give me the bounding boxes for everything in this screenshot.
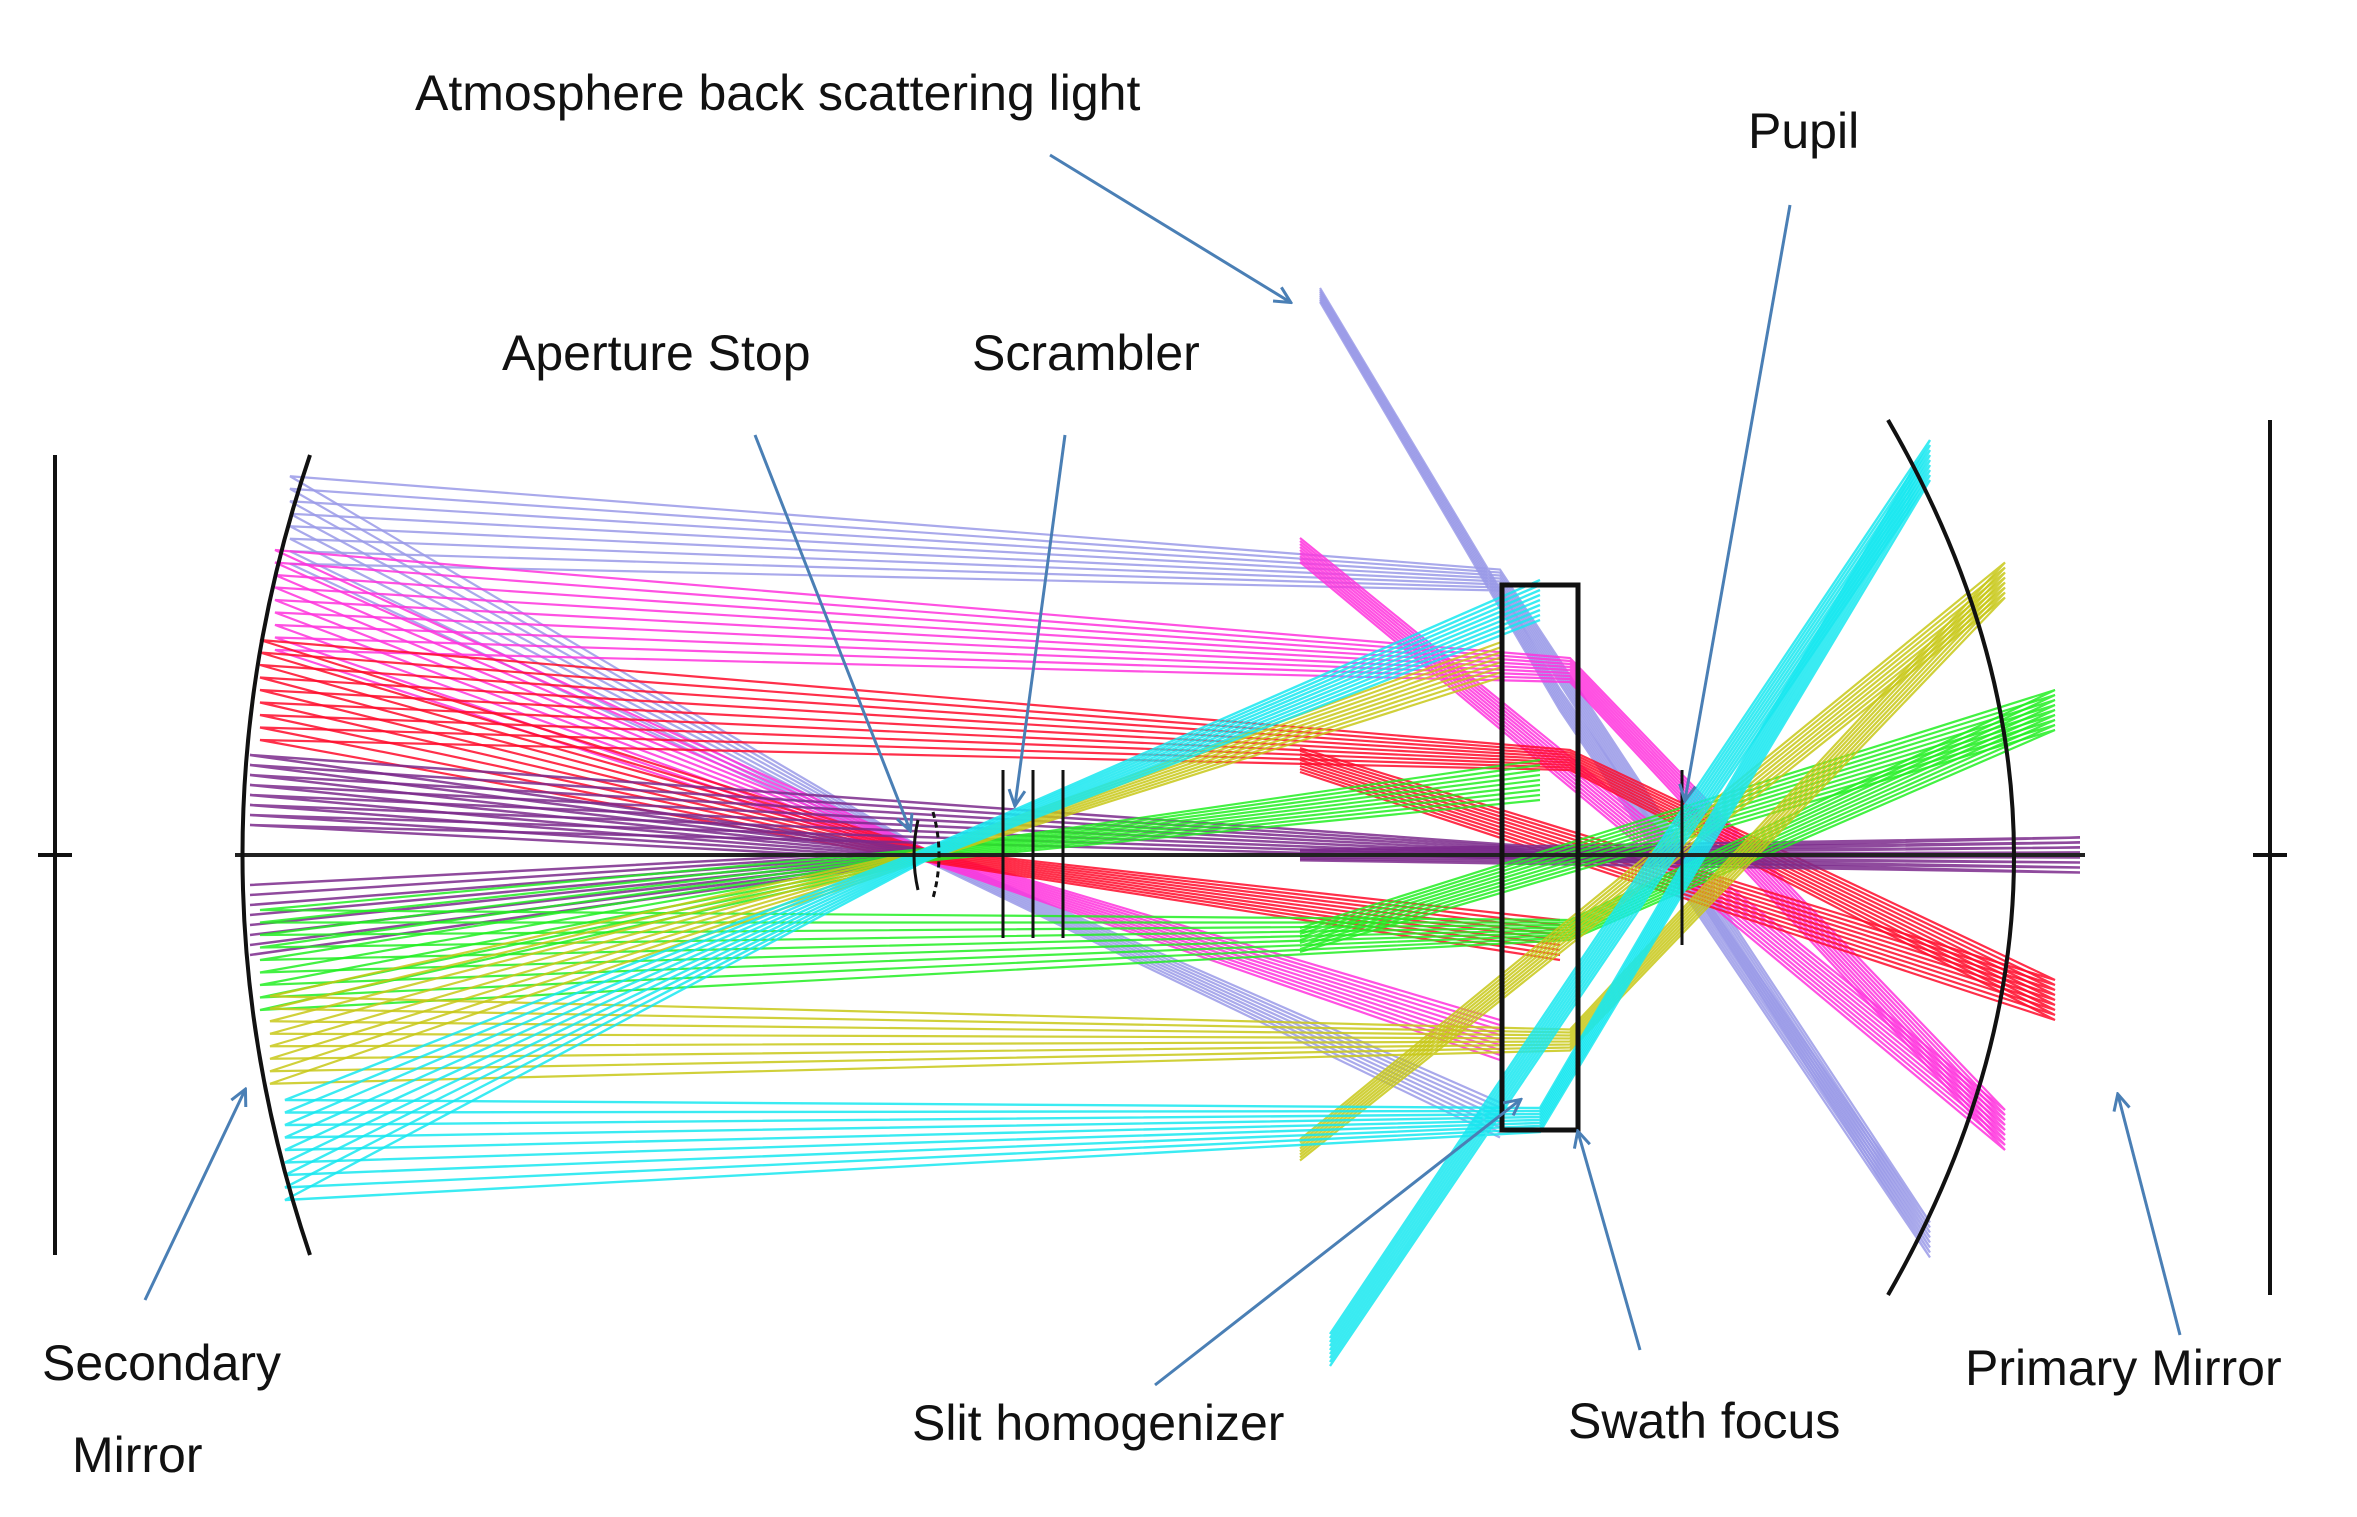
ray-fan-green [259,688,2056,1012]
primary-mirror-label: Primary Mirror [1965,1340,2282,1396]
scrambler-pointer-arrow [1015,434,1067,805]
scrambler-label: Scrambler [972,325,1200,381]
pupil-label: Pupil [1748,103,1859,159]
pointer-arrows [143,153,2182,1387]
secondary-mirror [240,454,312,1256]
secondary-mirror-label-line1: Secondary [42,1335,281,1391]
ray-fan-red [259,638,2056,1022]
primary-mirror-pointer-arrow [2118,1095,2182,1336]
slit-homogenizer-pointer-arrow [1154,1100,1520,1387]
left-reference-line [38,455,72,1255]
atmosphere-pointer-arrow [1049,153,1290,302]
secondary-mirror-pointer-arrow [143,1090,245,1301]
ray-fan-magenta [274,537,2006,1151]
right-reference-line [2253,420,2287,1295]
aperture-stop [912,811,941,899]
scrambler-plates [1001,770,1065,938]
swath-focus-pointer-arrow [1578,1132,1642,1351]
atmosphere-label: Atmosphere back scattering light [415,65,1140,121]
secondary-mirror-label-line2: Mirror [72,1427,203,1483]
slit-homogenizer-label: Slit homogenizer [912,1395,1284,1451]
ray-fans [249,287,2081,1367]
swath-focus-label: Swath focus [1568,1393,1840,1449]
ray-fan-cyan [284,439,1932,1367]
aperture-stop-pointer-arrow [753,434,910,830]
primary-mirror [1886,418,2016,1296]
pupil-pointer-arrow [1685,204,1792,800]
aperture-stop-label: Aperture Stop [502,325,811,381]
